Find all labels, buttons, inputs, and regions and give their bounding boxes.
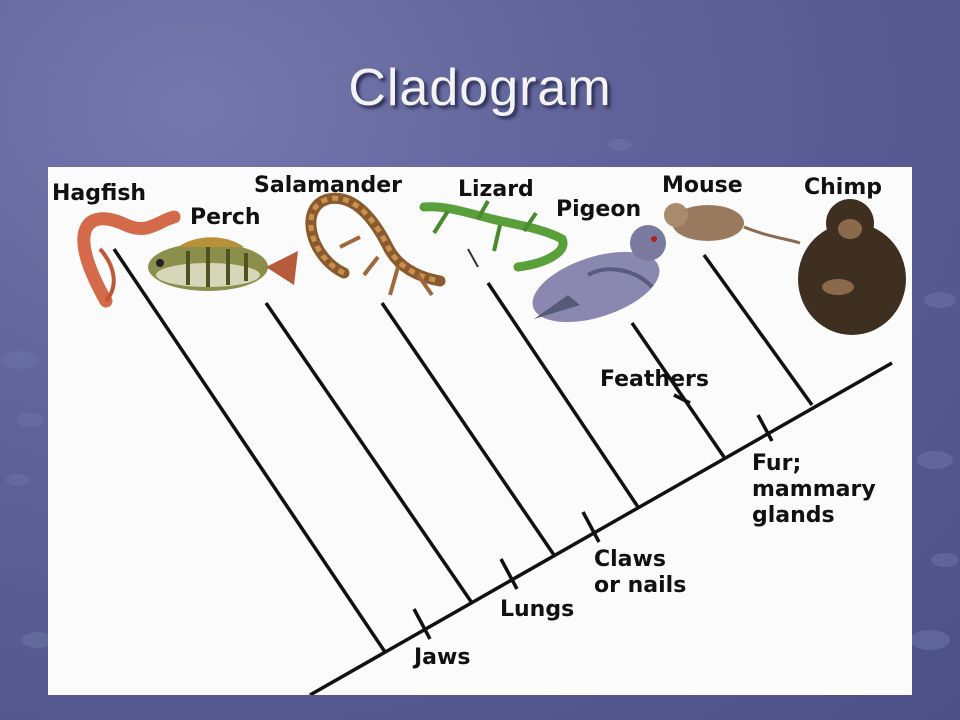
tick-lizard-mark bbox=[467, 248, 479, 268]
label-chimp: Chimp bbox=[804, 175, 883, 200]
trait-label-jaws: Jaws bbox=[414, 645, 471, 670]
tick-claws bbox=[581, 511, 601, 543]
tick-lungs bbox=[499, 558, 519, 590]
tick-fur bbox=[756, 414, 774, 442]
main-trunk-line bbox=[309, 361, 893, 695]
branch-salamander bbox=[380, 302, 556, 556]
cladogram-diagram bbox=[77, 192, 906, 695]
trait-label-claws-line1: Claws bbox=[594, 547, 666, 572]
branch-pigeon bbox=[630, 322, 726, 458]
branch-mouse bbox=[702, 253, 814, 407]
slide-title: Cladogram bbox=[348, 59, 612, 117]
perch-illustration bbox=[148, 237, 298, 291]
trait-label-fur-line1: Fur; bbox=[752, 451, 802, 476]
label-mouse: Mouse bbox=[662, 173, 743, 198]
label-perch: Perch bbox=[190, 205, 261, 230]
trait-label-feathers: Feathers bbox=[600, 367, 709, 392]
lizard-illustration bbox=[419, 200, 568, 272]
trait-label-lungs: Lungs bbox=[500, 597, 575, 622]
branch-perch bbox=[264, 302, 474, 604]
trait-label-fur-line2: mammary bbox=[752, 477, 876, 502]
label-pigeon: Pigeon bbox=[556, 197, 642, 222]
cladogram-panel: Hagfish Perch Salamander Lizard Pigeon M… bbox=[48, 167, 912, 695]
trait-label-claws-line2: or nails bbox=[594, 573, 687, 598]
pigeon-illustration bbox=[532, 225, 666, 323]
trait-label-fur-line3: glands bbox=[752, 503, 835, 528]
label-hagfish: Hagfish bbox=[52, 181, 147, 206]
chimp-illustration bbox=[798, 199, 906, 335]
tick-feathers bbox=[673, 393, 691, 405]
branch-hagfish bbox=[112, 248, 387, 653]
mouse-illustration bbox=[664, 203, 801, 245]
label-salamander: Salamander bbox=[254, 173, 403, 198]
tick-jaws bbox=[412, 608, 432, 640]
hagfish-illustration bbox=[77, 210, 181, 308]
salamander-illustration bbox=[305, 192, 446, 297]
branch-lizard bbox=[486, 282, 640, 508]
label-lizard: Lizard bbox=[458, 177, 534, 202]
